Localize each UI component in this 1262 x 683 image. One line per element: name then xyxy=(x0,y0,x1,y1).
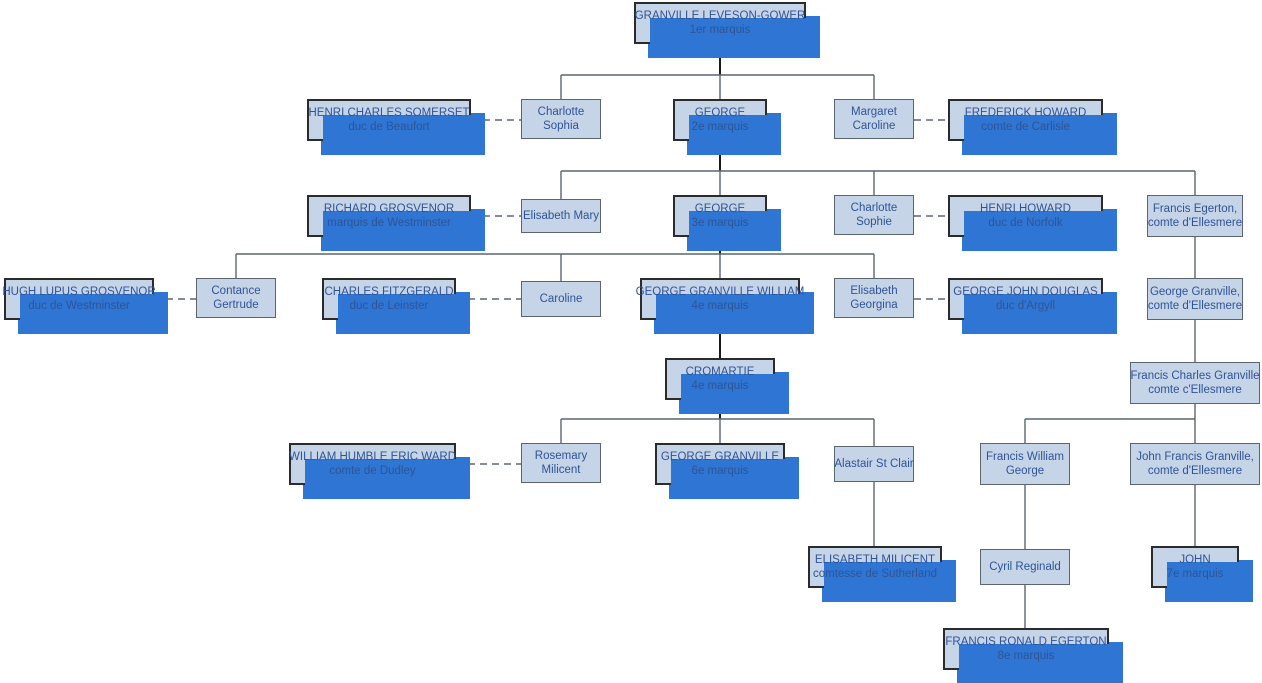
person-node-john7[interactable]: JOHN 7e marquis xyxy=(1151,546,1251,600)
person-title: Sophia xyxy=(543,120,579,132)
person-node-grosvenor[interactable]: RICHARD GROSVENOR marquis de Westminster xyxy=(307,195,483,249)
person-name: Elisabeth Mary xyxy=(522,209,600,222)
person-node-elisabethmary[interactable]: Elisabeth Mary xyxy=(521,199,601,233)
person-name: CHARLES FITZGERALD xyxy=(324,285,454,298)
person-node-johnfrancis[interactable]: John Francis Granville, comte d'Ellesmere xyxy=(1130,443,1260,485)
person-title: duc de Leinster xyxy=(349,300,429,312)
person-title: duc de Beaufort xyxy=(348,121,430,133)
person-name: Rosemary xyxy=(534,449,588,462)
person-name: Caroline xyxy=(539,292,583,305)
person-name: GEORGE GRANVILLE xyxy=(660,450,780,463)
person-name: GEORGE GRANVILLE WILLIAM xyxy=(635,285,805,298)
person-title: comte d'Ellesmere xyxy=(1147,300,1243,312)
person-name: Alastair St Clair xyxy=(834,457,914,470)
person-node-cyril[interactable]: Cyril Reginald xyxy=(980,549,1070,585)
person-title: duc d'Argyll xyxy=(995,300,1056,312)
person-title: George xyxy=(1005,465,1045,477)
person-name: Francis William xyxy=(986,450,1064,463)
person-name: ELISABETH MILICENT xyxy=(814,553,936,566)
person-name: CROMARTIE xyxy=(685,365,755,378)
person-name: JOHN xyxy=(1179,553,1211,566)
person-title: Gertrude xyxy=(213,299,259,311)
person-node-george2[interactable]: GEORGE 2e marquis xyxy=(673,99,779,153)
person-node-francischarles[interactable]: Francis Charles Granville comte c'Ellesme… xyxy=(1130,362,1260,404)
person-title: 4e marquis xyxy=(691,380,749,392)
person-title: 2e marquis xyxy=(691,121,749,133)
person-title: duc de Norfolk xyxy=(988,217,1063,229)
person-name: Charlotte xyxy=(537,105,585,118)
person-title: 7e marquis xyxy=(1166,568,1224,580)
person-name: Margaret xyxy=(850,105,898,118)
person-node-caroline[interactable]: Caroline xyxy=(521,281,601,317)
person-name: John Francis Granville, xyxy=(1136,450,1254,463)
person-name: Cyril Reginald xyxy=(989,560,1061,573)
person-node-francisegerton[interactable]: Francis Egerton, comte d'Ellesmere xyxy=(1147,195,1243,237)
person-title: Milicent xyxy=(541,464,581,476)
person-node-argyll[interactable]: GEORGE JOHN DOUGLAS duc d'Argyll xyxy=(948,278,1115,332)
person-name: GEORGE JOHN DOUGLAS xyxy=(953,285,1098,298)
person-name: FREDERICK HOWARD xyxy=(964,106,1087,119)
person-name: WILLIAM HUMBLE ERIC WARD xyxy=(289,450,456,463)
person-title: 8e marquis xyxy=(997,650,1055,662)
person-title: comtesse de Sutherland xyxy=(812,568,938,580)
person-node-fitzgerald[interactable]: CHARLES FITZGERALD duc de Leinster xyxy=(322,278,468,332)
person-name: HUGH LUPUS GROSVENOR xyxy=(2,285,156,298)
person-title: duc de Westminster xyxy=(28,300,130,312)
person-title: marquis de Westminster xyxy=(327,217,451,229)
person-title: comte d'Ellesmere xyxy=(1147,465,1243,477)
person-title: 4e marquis xyxy=(691,300,749,312)
person-name: Francis Egerton, xyxy=(1152,202,1238,215)
person-node-georgegranvilleell[interactable]: George Granville, comte d'Ellesmere xyxy=(1147,278,1243,320)
person-name: Francis Charles Granville xyxy=(1130,369,1260,382)
person-name: HENRI CHARLES SOMERSET xyxy=(308,106,470,119)
person-node-george4[interactable]: GEORGE GRANVILLE WILLIAM 4e marquis xyxy=(636,278,812,332)
person-name: Charlotte xyxy=(850,201,898,214)
person-title: comte d'Ellesmere xyxy=(1147,217,1243,229)
person-node-granville1[interactable]: GRANVILLE LEVESON-GOWER 1er marquis xyxy=(634,2,818,56)
person-node-george3[interactable]: GEORGE 3e marquis xyxy=(673,195,779,249)
person-name: GEORGE xyxy=(694,202,746,215)
person-name: GRANVILLE LEVESON-GOWER xyxy=(634,9,806,22)
person-title: 3e marquis xyxy=(691,217,749,229)
person-node-frederickhoward[interactable]: FREDERICK HOWARD comte de Carlisle xyxy=(948,99,1115,153)
person-node-alastair[interactable]: Alastair St Clair xyxy=(834,446,914,482)
person-title: Sophie xyxy=(856,216,892,228)
person-title: comte de Carlisle xyxy=(981,121,1070,133)
person-node-dudley[interactable]: WILLIAM HUMBLE ERIC WARD comte de Dudley xyxy=(289,443,468,497)
person-title: Georgina xyxy=(850,299,898,311)
person-name: HENRI HOWARD xyxy=(980,202,1071,215)
person-node-henrihoward[interactable]: HENRI HOWARD duc de Norfolk xyxy=(948,195,1115,249)
person-node-francisronald[interactable]: FRANCIS RONALD EGERTON 8e marquis xyxy=(943,628,1121,682)
person-node-hughlupus[interactable]: HUGH LUPUS GROSVENOR duc de Westminster xyxy=(2,278,166,332)
person-name: Elisabeth xyxy=(850,284,898,297)
person-name: George Granville, xyxy=(1149,285,1241,298)
person-title: 1er marquis xyxy=(689,24,751,36)
person-node-elisabethmilicent[interactable]: ELISABETH MILICENT comtesse de Sutherland xyxy=(808,546,954,600)
person-name: GEORGE xyxy=(694,106,746,119)
person-name: Contance xyxy=(211,284,261,297)
person-title: Caroline xyxy=(852,120,896,132)
person-title: 6e marquis xyxy=(691,465,749,477)
person-title: comte de Dudley xyxy=(329,465,416,477)
person-name: RICHARD GROSVENOR xyxy=(323,202,455,215)
person-node-george6[interactable]: GEORGE GRANVILLE 6e marquis xyxy=(655,443,797,497)
person-name: FRANCIS RONALD EGERTON xyxy=(945,635,1107,648)
person-title: comte c'Ellesmere xyxy=(1148,384,1242,396)
person-node-somerset[interactable]: HENRI CHARLES SOMERSET duc de Beaufort xyxy=(307,99,483,153)
person-node-cromartie[interactable]: CROMARTIE 4e marquis xyxy=(665,358,787,412)
